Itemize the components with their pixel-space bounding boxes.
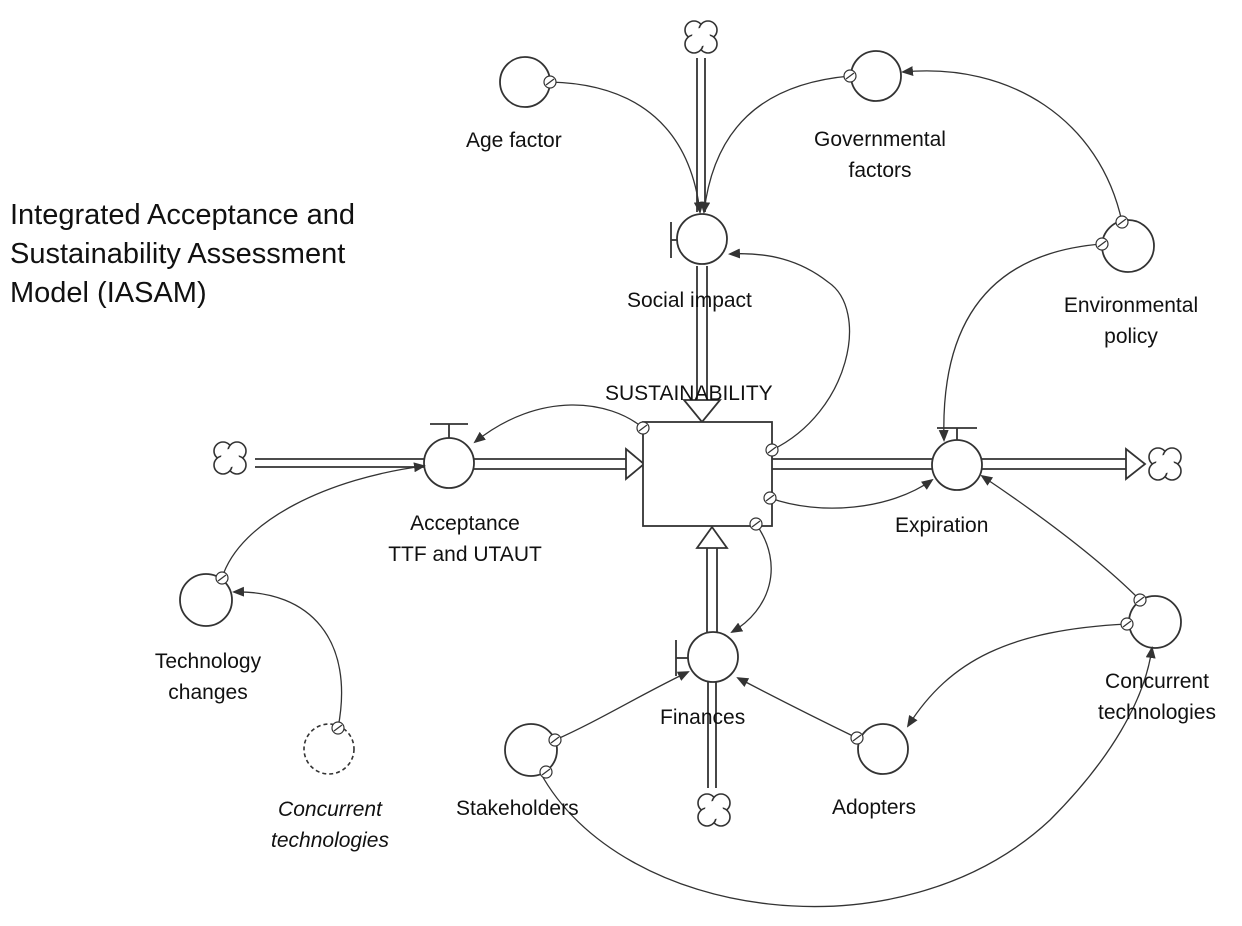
source-cloud-top-icon	[684, 20, 718, 54]
title-line-1: Integrated Acceptance and	[10, 199, 356, 231]
concurrent-technologies-label-line-1: Concurrent	[1105, 670, 1209, 693]
technology-changes-label-line-2: changes	[168, 681, 248, 704]
link-stock-to-expiration	[769, 478, 934, 509]
link-environmental-policy-to-governmental-factors	[901, 66, 1123, 223]
diagram-title: Integrated Acceptance and Sustainability…	[10, 196, 355, 313]
expiration-flow-label: Expiration	[895, 514, 989, 537]
link-stock-to-finances	[730, 523, 772, 634]
technology-changes-label-line-1: Technology	[154, 650, 262, 673]
technology-changes-label: Technology changes	[128, 646, 288, 708]
governmental-factors-label-line-2: factors	[848, 159, 912, 182]
technology-changes-node	[179, 573, 233, 627]
concurrent-shadow-label-line-1: Concurrent	[278, 798, 382, 821]
link-origin-markers	[215, 69, 1147, 779]
adopters-node	[857, 723, 909, 775]
finances-valve-icon	[675, 631, 739, 683]
link-age-factor-to-social-impact	[549, 81, 704, 214]
expiration-valve-icon	[931, 427, 983, 491]
stakeholders-label: Stakeholders	[456, 797, 579, 820]
adopters-label: Adopters	[832, 796, 917, 819]
link-concurrent-shadow-to-technology-changes	[232, 586, 343, 729]
environmental-policy-label-line-1: Environmental	[1063, 294, 1199, 317]
social-impact-flow-label: Social impact	[627, 289, 752, 312]
environmental-policy-label: Environmental policy	[1036, 290, 1226, 352]
acceptance-flow-label: Acceptance TTF and UTAUT	[380, 508, 550, 570]
link-technology-changes-to-acceptance	[221, 462, 426, 579]
governmental-factors-label: Governmental factors	[790, 124, 970, 186]
link-stock-to-social-impact	[728, 248, 850, 451]
title-line-2: Sustainability Assessment	[10, 238, 346, 270]
acceptance-valve-icon	[423, 423, 475, 489]
concurrent-technologies-label-line-2: technologies	[1098, 701, 1216, 724]
sustainability-stock	[642, 421, 773, 527]
finances-flow-label: Finances	[660, 706, 746, 729]
acceptance-label-line-1: Acceptance	[410, 512, 520, 535]
acceptance-label-line-2: TTF and UTAUT	[388, 543, 542, 566]
stakeholders-node	[504, 723, 558, 777]
link-stakeholders-to-finances	[554, 671, 690, 741]
social-impact-valve-icon	[670, 213, 728, 265]
link-governmental-factors-to-social-impact	[700, 75, 851, 214]
governmental-factors-label-line-1: Governmental	[814, 128, 946, 151]
link-stock-to-acceptance	[473, 404, 644, 444]
age-factor-label: Age factor	[466, 129, 562, 152]
governmental-factors-node	[850, 50, 902, 102]
finances-inflow-pipe	[695, 525, 729, 788]
link-environmental-policy-to-expiration	[938, 243, 1103, 442]
concurrent-technologies-shadow-node	[303, 723, 355, 775]
concurrent-technologies-label: Concurrent technologies	[1074, 666, 1240, 728]
social-impact-inflow-pipe	[682, 58, 722, 424]
age-factor-node	[499, 56, 551, 108]
title-line-3: Model (IASAM)	[10, 277, 207, 309]
environmental-policy-node	[1101, 219, 1155, 273]
sink-cloud-right-icon	[1148, 447, 1182, 481]
concurrent-shadow-label-line-2: technologies	[271, 829, 389, 852]
link-concurrent-technologies-to-adopters	[906, 623, 1128, 728]
expiration-outflow-pipe	[772, 447, 1147, 481]
link-concurrent-technologies-to-expiration	[980, 474, 1141, 601]
link-stakeholders-to-concurrent-technologies	[539, 646, 1156, 908]
sustainability-stock-label: SUSTAINABILITY	[605, 382, 773, 405]
concurrent-technologies-shadow-label: Concurrent technologies	[240, 794, 420, 856]
environmental-policy-label-line-2: policy	[1104, 325, 1158, 348]
source-cloud-bottom-icon	[697, 793, 731, 827]
link-adopters-to-finances	[736, 677, 858, 739]
source-cloud-left-icon	[213, 441, 247, 475]
acceptance-inflow-pipe	[255, 447, 646, 481]
